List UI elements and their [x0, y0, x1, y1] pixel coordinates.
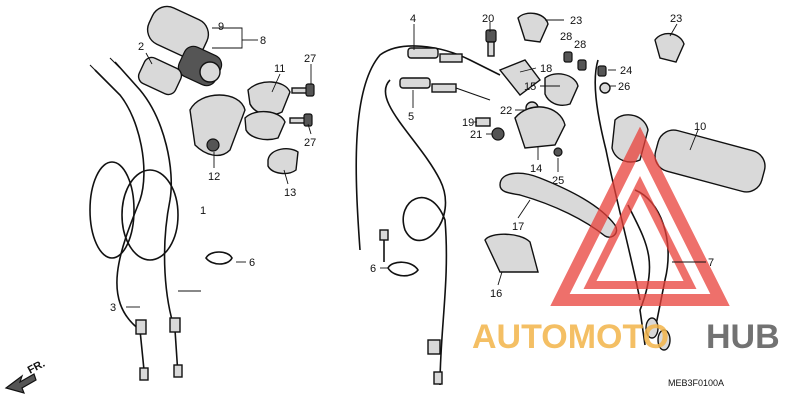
left-grip-10 — [654, 129, 766, 193]
screw-19 — [475, 117, 491, 127]
hotstart-cable-5 — [384, 77, 491, 386]
diagram-code: MEB3F0100A — [668, 378, 724, 388]
throttle-housing-lower — [244, 81, 291, 141]
watermark-text-secondary: HUB — [706, 318, 780, 356]
washer-26 — [599, 82, 611, 94]
callout-15: 15 — [524, 81, 536, 93]
callout-16: 16 — [490, 288, 502, 300]
callout-10: 10 — [694, 121, 706, 133]
callout-4: 4 — [410, 13, 416, 25]
clutch-cable-4 — [355, 45, 501, 262]
callout-9: 9 — [218, 21, 224, 33]
screw-27-lower — [289, 113, 313, 127]
callout-5: 5 — [408, 111, 414, 123]
cable-clip-left — [205, 251, 233, 265]
callout-14: 14 — [530, 163, 542, 175]
callout-6-left: 6 — [249, 257, 255, 269]
watermark-text-primary: AUTOMOTO — [472, 318, 669, 356]
throttle-cable-3 — [89, 64, 149, 381]
screw-25 — [553, 147, 563, 157]
callout-6-center: 6 — [370, 263, 376, 275]
throttle-housing-upper — [189, 94, 246, 157]
hotstart-lever-16 — [484, 233, 539, 273]
throttle-cable-1 — [109, 57, 183, 378]
bolt-28-right — [577, 59, 587, 71]
clamp-23-left — [517, 12, 549, 43]
callout-28-right: 28 — [574, 39, 586, 51]
callout-7: 7 — [708, 257, 714, 269]
callout-28-left: 28 — [560, 31, 572, 43]
lever-perch-15 — [544, 73, 579, 106]
callout-1: 1 — [200, 205, 206, 217]
callout-labels: 1 2 3 4 5 6 6 7 8 9 10 11 12 13 14 15 16… — [110, 13, 714, 314]
callout-27-lower: 27 — [304, 137, 316, 149]
collar-21 — [491, 127, 505, 141]
front-direction-arrow — [4, 373, 37, 394]
callout-3: 3 — [110, 302, 116, 314]
callout-17: 17 — [512, 221, 524, 233]
lever-bracket-18 — [498, 59, 541, 96]
callout-21: 21 — [470, 129, 482, 141]
callout-26: 26 — [618, 81, 630, 93]
throttle-grip — [146, 5, 223, 87]
callout-22: 22 — [500, 105, 512, 117]
bolt-20 — [485, 29, 497, 57]
throttle-tube — [137, 56, 183, 96]
lever-holder-14 — [514, 106, 566, 149]
callout-27-upper: 27 — [304, 53, 316, 65]
watermark-logo-icon — [550, 126, 730, 306]
callout-24: 24 — [620, 65, 632, 77]
leader-lines — [126, 19, 706, 308]
bolt-28-left — [563, 51, 573, 63]
callout-2: 2 — [138, 41, 144, 53]
bolt-24 — [597, 65, 607, 77]
clamp-23-right — [654, 33, 685, 63]
direction-label: FR. — [26, 358, 47, 377]
callout-12: 12 — [208, 171, 220, 183]
callout-8: 8 — [260, 35, 266, 47]
screw-27-upper — [291, 83, 315, 97]
callout-23-right: 23 — [670, 13, 682, 25]
callout-25: 25 — [552, 175, 564, 187]
callout-23-left: 23 — [570, 15, 582, 27]
callout-20: 20 — [482, 13, 494, 25]
throttle-cover — [267, 148, 299, 175]
callout-18: 18 — [540, 63, 552, 75]
callout-13: 13 — [284, 187, 296, 199]
callout-19: 19 — [462, 117, 474, 129]
callout-11: 11 — [274, 63, 285, 75]
cable-clip-center — [387, 261, 419, 277]
